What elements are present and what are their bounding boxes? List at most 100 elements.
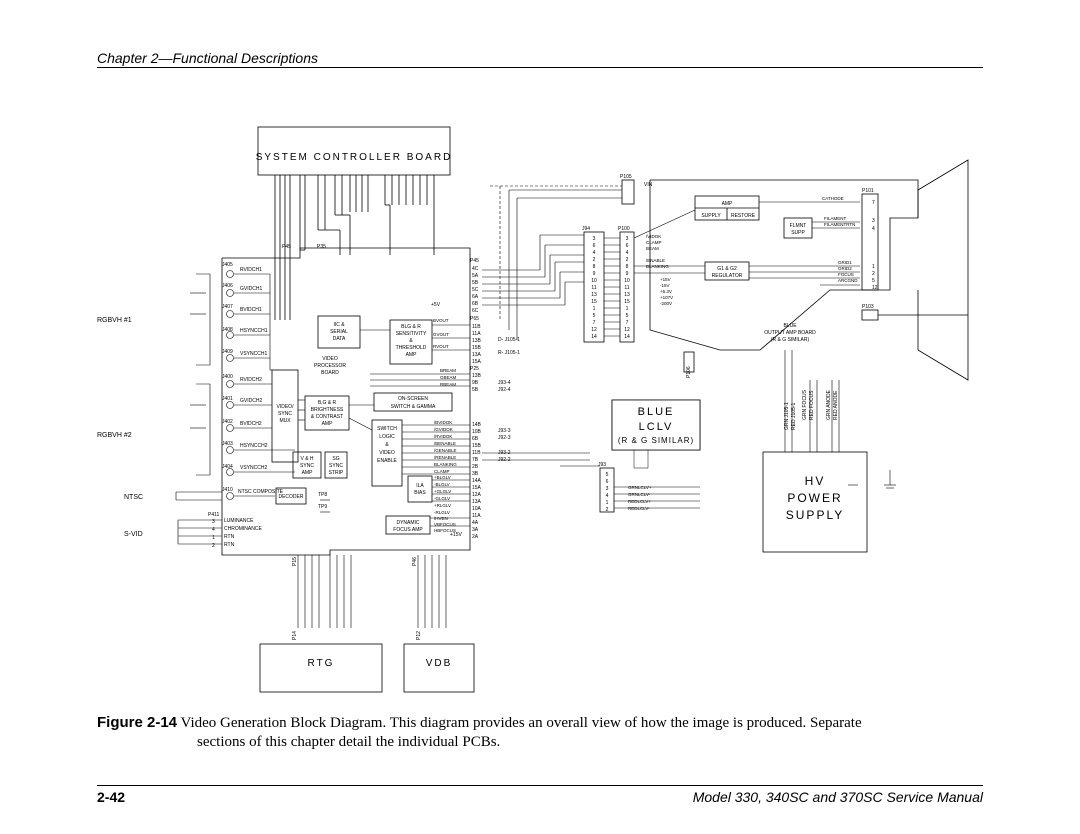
sig-bvidok: /BVIDOK bbox=[434, 420, 452, 425]
g1g2-line-1: G1 & G2 bbox=[717, 266, 737, 272]
figure-caption: Figure 2-14 Video Generation Block Diagr… bbox=[97, 713, 987, 752]
p106-label: P106 bbox=[686, 366, 692, 378]
p100-pin-15: 14 bbox=[624, 334, 630, 340]
j94-pin-6: 9 bbox=[593, 271, 596, 277]
mux-line-2: SYNC bbox=[278, 411, 292, 417]
jack-j403-signal: HSYNCCH2 bbox=[240, 443, 268, 449]
g1g2-regulator-block bbox=[704, 261, 750, 281]
p45-pin-4: 5C bbox=[472, 287, 479, 293]
tail-pin-3: 6B bbox=[472, 436, 479, 442]
tail-pin-7: 2B bbox=[472, 464, 479, 470]
vh-sync-amp-block bbox=[292, 451, 322, 479]
jmap-1: D- J105-1 bbox=[498, 337, 520, 343]
crt-tube bbox=[917, 159, 969, 381]
onscreen-line-2: SWITCH & GAMMA bbox=[391, 404, 436, 410]
switch-logic-line-3: & bbox=[385, 442, 389, 448]
sg-sync-line-3: STRIP bbox=[329, 470, 344, 476]
p100-pin-13: 7 bbox=[626, 320, 629, 326]
p100-sig-clamp: CLAMP bbox=[646, 240, 662, 245]
p100-pin-11: 1 bbox=[626, 306, 629, 312]
j93-sig-grnlclv-minus: GRNLCLV- bbox=[628, 492, 651, 497]
hv-lead-grn-focus: GRN FOCUS bbox=[802, 389, 808, 420]
j93-sig-redlclv-plus: REDLCLV+ bbox=[628, 499, 651, 504]
sig-rvout: RVOUT bbox=[433, 344, 449, 349]
j94-pin-3: 4 bbox=[593, 250, 596, 256]
tail-pin-8: 3B bbox=[472, 471, 479, 477]
internal-wiring bbox=[269, 274, 470, 527]
p101-filamentrtn: FILAMENTRTN bbox=[824, 222, 855, 227]
j93-sig-grnlclv-plus: GRNLCLV+ bbox=[628, 485, 652, 490]
tail-pin-2: 10B bbox=[472, 429, 482, 435]
input-rgbvh1: RGBVH #1 bbox=[97, 317, 132, 324]
p105-label: P105 bbox=[620, 174, 632, 180]
j94-pin-14: 12 bbox=[591, 327, 597, 333]
j93-label: J93 bbox=[598, 462, 606, 468]
figure-label: Figure 2-14 bbox=[97, 714, 178, 731]
sig-rvidok: /RVIDOK bbox=[434, 434, 452, 439]
p101-pin-3: 3 bbox=[872, 218, 875, 224]
sig-bream: BREAM bbox=[440, 368, 456, 373]
jack-j404-signal: VSYNCCH2 bbox=[240, 465, 267, 471]
p101-arcgnd: ARCGND bbox=[838, 278, 858, 283]
j94-pin-2: 6 bbox=[593, 243, 596, 249]
jack-j406-signal: GVIDCH1 bbox=[240, 286, 262, 292]
p101-grid2: GRID2 bbox=[838, 266, 852, 271]
j93-pin-6: 6 bbox=[606, 479, 609, 485]
p100-pin-14: 12 bbox=[624, 327, 630, 333]
bottom-buses bbox=[297, 555, 447, 628]
brightness-line-4: AMP bbox=[322, 421, 334, 427]
input-brackets bbox=[175, 273, 222, 545]
p65-pin-6: 15A bbox=[472, 359, 482, 365]
sig-minus-blglv: -BLGLV bbox=[434, 482, 450, 487]
output-amp-line-3: (R & G SIMILAR) bbox=[771, 337, 810, 343]
hv-line-3: SUPPLY bbox=[786, 508, 844, 522]
sig-gvout: GVOUT bbox=[433, 332, 449, 337]
lclv-line-3: (R & G SIMILAR) bbox=[618, 436, 694, 445]
iic-line-3: DATA bbox=[333, 336, 346, 342]
p100-sig-6v3: +6.3V bbox=[660, 289, 672, 294]
sig-bvout: BVOUT bbox=[433, 318, 449, 323]
iic-line-1: IIC & bbox=[333, 322, 345, 328]
blg-line-2: SENSITIVITY bbox=[396, 331, 427, 337]
p65-label: P65 bbox=[470, 316, 479, 322]
jmap-3: J93-4 bbox=[498, 380, 511, 386]
bus-to-output-amp bbox=[482, 185, 622, 340]
p100-pin-1: 3 bbox=[626, 236, 629, 242]
p103-connector bbox=[861, 309, 879, 321]
p101-grid1: GRID1 bbox=[838, 260, 852, 265]
hv-lead-red-anode: RED ANODE bbox=[833, 390, 839, 420]
p101-connector bbox=[861, 193, 879, 291]
p100-pin-7: 10 bbox=[624, 278, 630, 284]
p45-pin-3: 5B bbox=[472, 280, 479, 286]
p100-pin-9: 13 bbox=[624, 292, 630, 298]
p100-sig-blanking: BLANKING bbox=[646, 264, 669, 269]
hv-lead-grn-j105: GRN J105-1 bbox=[784, 402, 790, 430]
j94-pin-9: 13 bbox=[591, 292, 597, 298]
jack-j407: J407 bbox=[222, 304, 233, 310]
output-amp-line-1: BLUE bbox=[783, 323, 797, 329]
vdb-label: VDB bbox=[426, 658, 453, 669]
sig-rbeam: RBEAM bbox=[440, 382, 456, 387]
jack-j408: J408 bbox=[222, 327, 233, 333]
controller-bus bbox=[274, 175, 435, 320]
rtg-block bbox=[259, 643, 383, 693]
plus15v-label: +15V bbox=[450, 532, 462, 538]
sig-benable: /BENABLE bbox=[434, 441, 456, 446]
j94-label: J94 bbox=[582, 226, 590, 232]
onscreen-switch-block bbox=[373, 392, 453, 412]
blg-sensitivity-block bbox=[389, 319, 433, 365]
hv-power-supply bbox=[762, 451, 868, 553]
header-rule bbox=[97, 67, 983, 68]
dynamic-focus-line-1: DYNAMIC bbox=[396, 520, 419, 526]
hv-lead-red-focus: RED FOCUS bbox=[809, 390, 815, 420]
output-amp-line-2: OUTPUT AMP BOARD bbox=[764, 330, 816, 336]
brightness-line-2: BRIGHTNESS bbox=[311, 407, 344, 413]
j93-pin-1: 1 bbox=[606, 500, 609, 506]
output-amp-wiring bbox=[633, 201, 860, 286]
dynamic-focus-block bbox=[385, 515, 431, 535]
sig-gvidok: /GVIDOK bbox=[434, 427, 453, 432]
video-processor-label-3: BOARD bbox=[321, 370, 339, 376]
p25-pin-2: 9B bbox=[472, 380, 479, 386]
p100-label: P100 bbox=[618, 226, 630, 232]
tail-pin-17: 2A bbox=[472, 534, 479, 540]
